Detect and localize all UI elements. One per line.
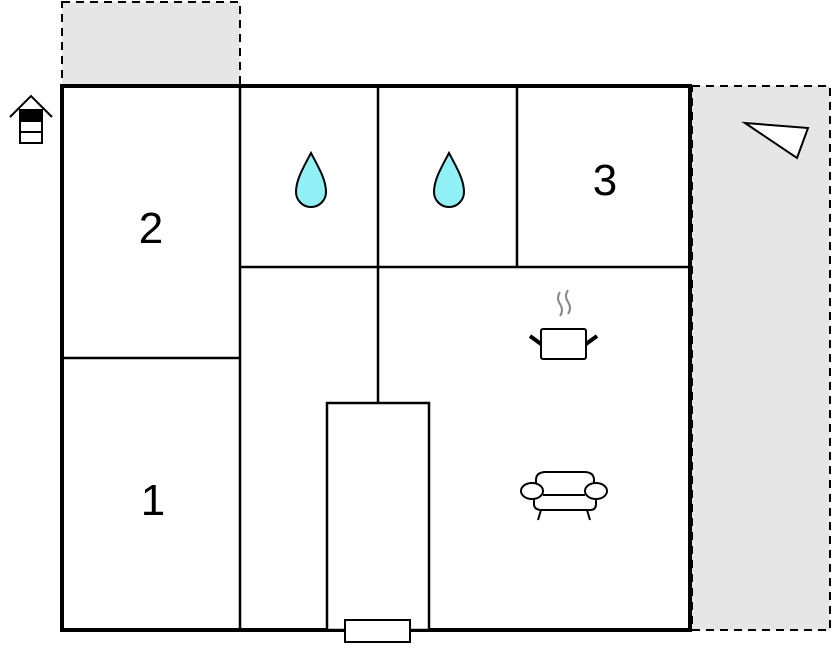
sofa-icon — [520, 471, 608, 521]
cooking-pot-icon — [528, 289, 599, 360]
room-label-1: 1 — [141, 476, 165, 525]
house-entrance-icon — [9, 94, 53, 144]
water-drop-icon — [294, 150, 328, 208]
entrance-door — [344, 619, 411, 643]
interior-walls — [62, 86, 690, 630]
outdoor-area-right — [691, 85, 831, 631]
outdoor-area-top — [61, 1, 241, 87]
room-label-2: 2 — [139, 204, 163, 253]
north-arrow-icon — [741, 121, 810, 160]
hallway-block — [325, 401, 431, 632]
water-drop-icon — [432, 150, 466, 208]
room-label-3: 3 — [593, 156, 617, 205]
